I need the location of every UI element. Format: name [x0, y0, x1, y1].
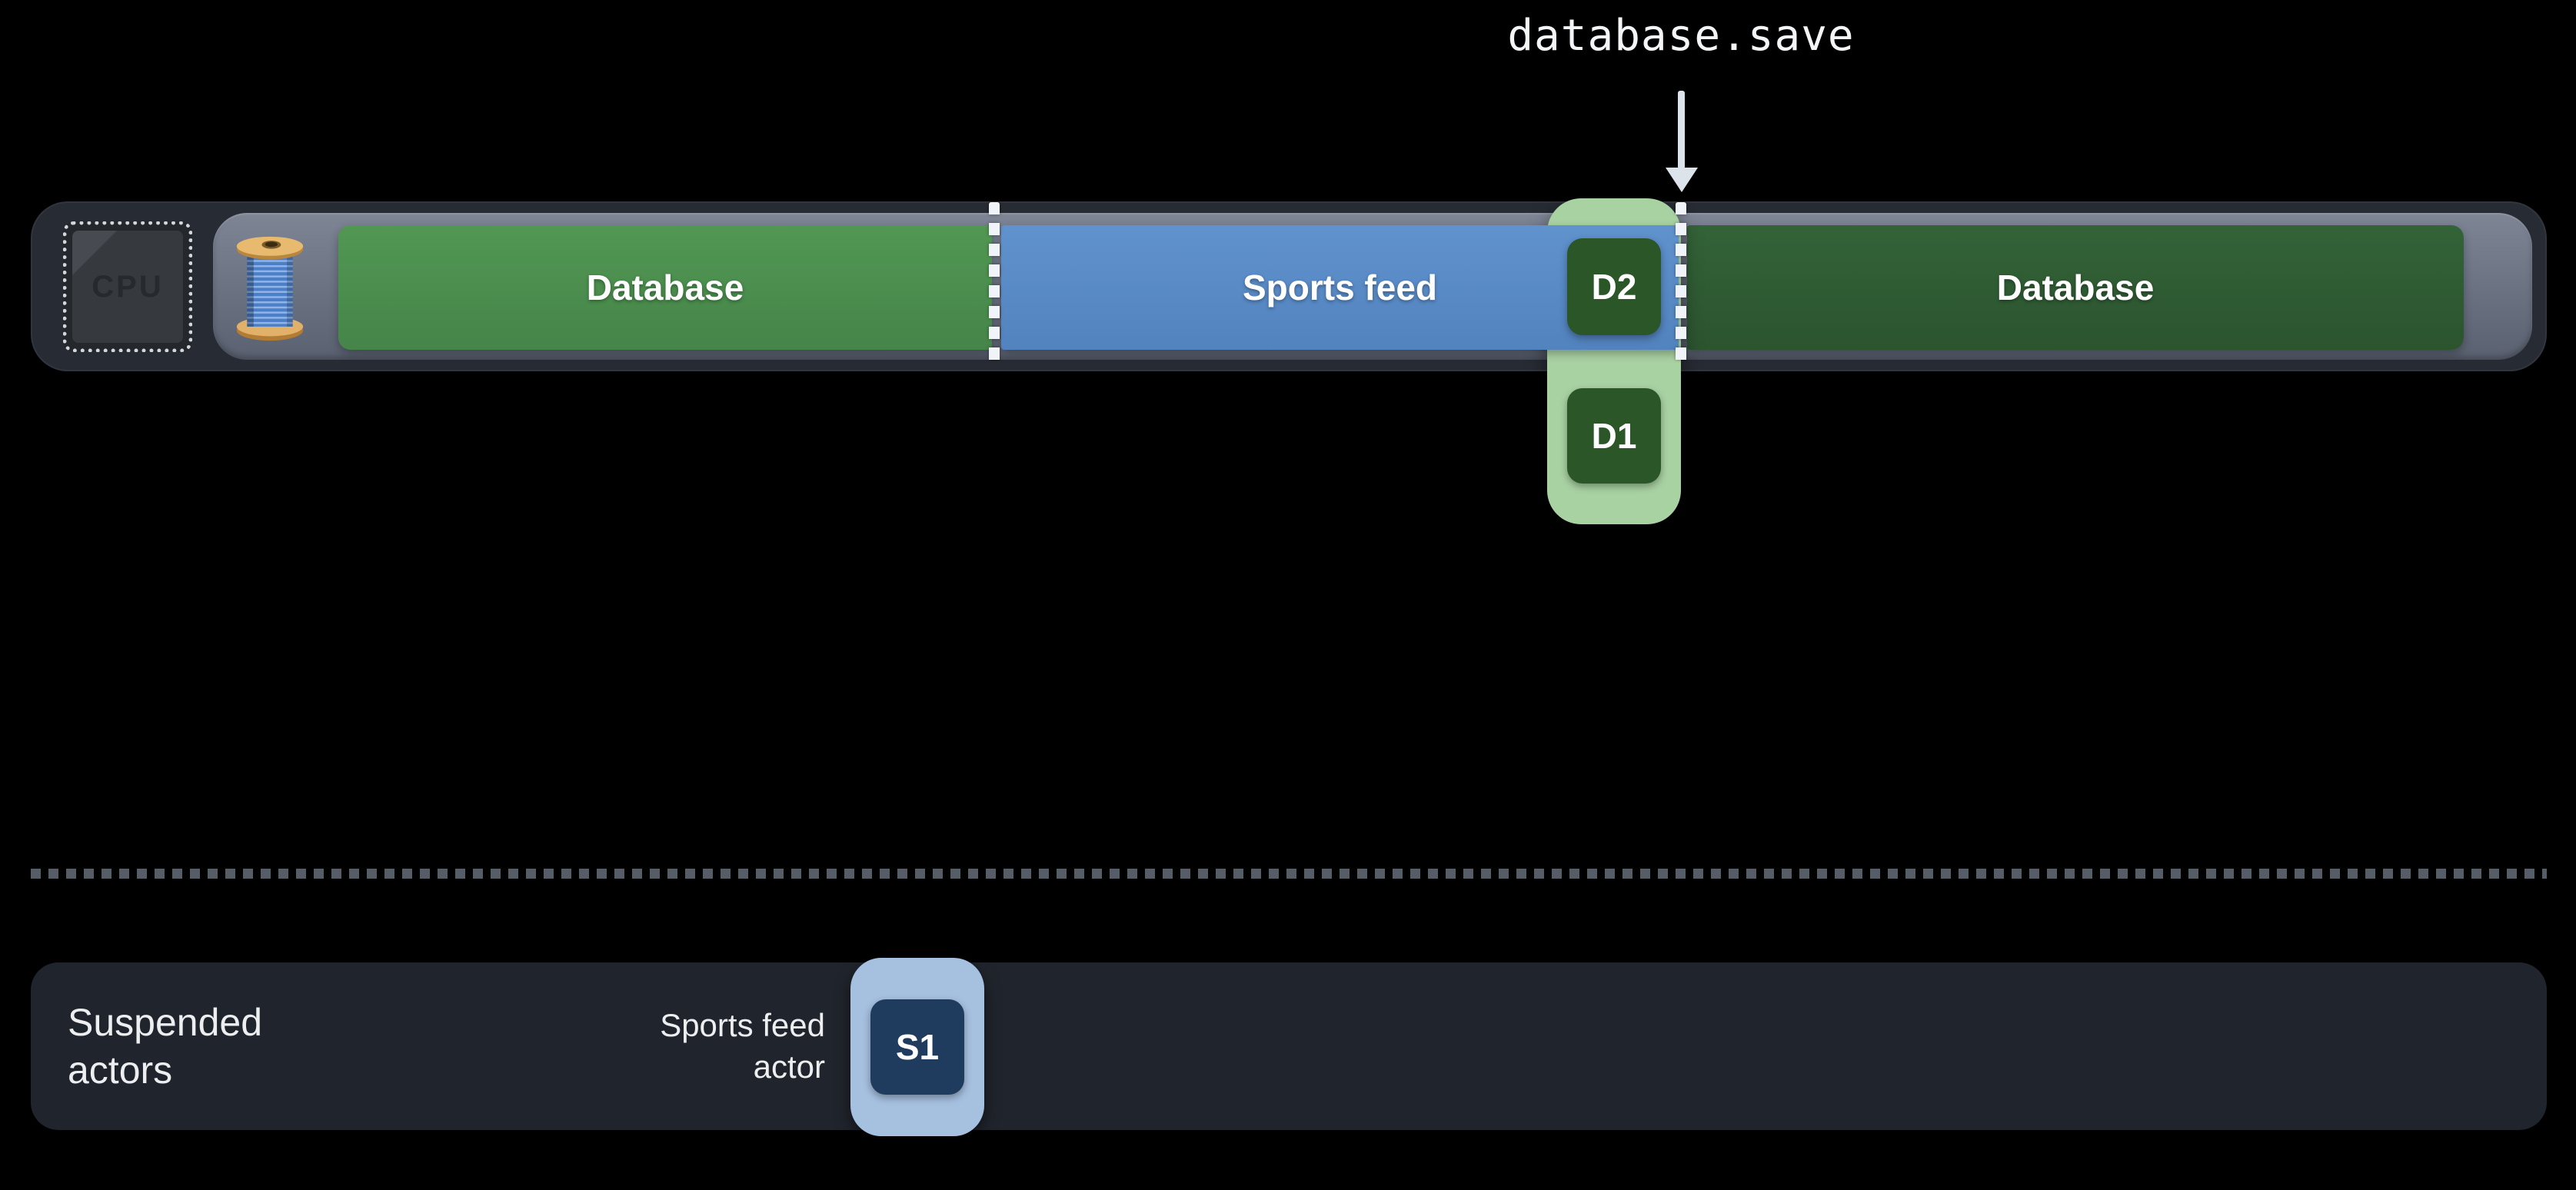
caption-line: Sports feed	[660, 1007, 825, 1043]
arrow-down-icon	[1678, 91, 1685, 169]
cpu-chip-body: CPU	[72, 231, 183, 343]
dotted-divider-line	[31, 869, 2547, 879]
suspension-boundary-dashed-line	[1676, 202, 1686, 368]
cpu-chip-icon: CPU	[63, 221, 192, 352]
database-job-d2: D2	[1567, 238, 1661, 335]
suspended-actors-panel	[31, 962, 2547, 1130]
caption-line: actor	[753, 1049, 825, 1085]
suspended-actors-title: Suspended actors	[68, 962, 262, 1130]
call-annotation-label: database.save	[1507, 11, 1855, 61]
cpu-label: CPU	[92, 269, 164, 304]
title-line: actors	[68, 1049, 173, 1092]
job-label: S1	[895, 1027, 940, 1067]
timeline-segment-sports-feed: Sports feed	[1001, 225, 1679, 350]
segment-label: Sports feed	[1242, 268, 1438, 307]
job-label: D2	[1591, 267, 1637, 307]
segment-label: Database	[1996, 268, 2155, 307]
job-label: D1	[1591, 416, 1637, 456]
suspension-boundary-dashed-line	[989, 202, 1000, 368]
suspended-job-s1: S1	[870, 999, 964, 1095]
thread-spool-icon	[236, 236, 304, 341]
sports-feed-actor-caption: Sports feed actor	[461, 962, 825, 1130]
timeline-segment-database-2: Database	[1687, 225, 2464, 350]
title-line: Suspended	[68, 1001, 263, 1044]
arrow-down-head-icon	[1666, 168, 1698, 192]
timeline-segment-database-1: Database	[338, 225, 992, 350]
segment-label: Database	[586, 268, 744, 307]
database-job-d1: D1	[1567, 388, 1661, 484]
